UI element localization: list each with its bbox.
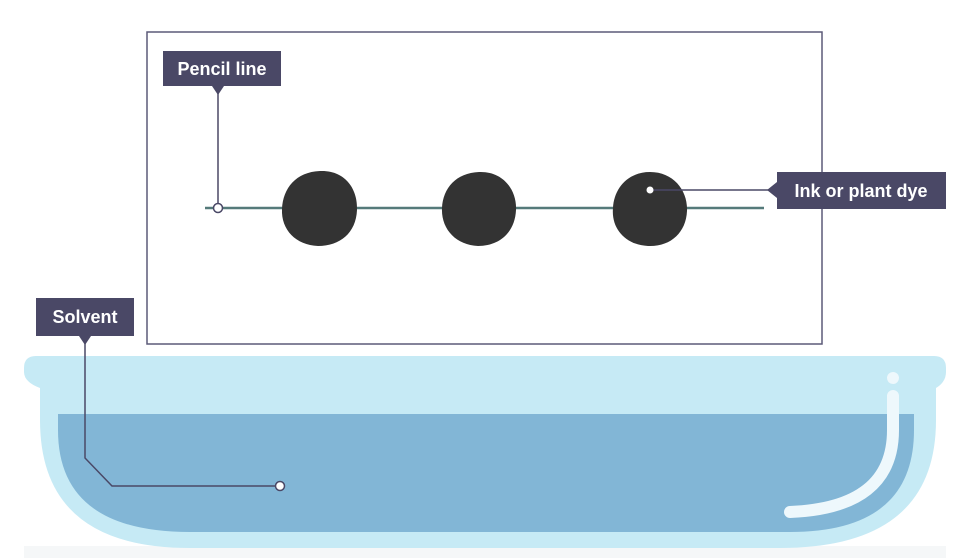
ink-spot-3 (612, 172, 688, 247)
floor-strip (24, 546, 946, 558)
ink-dye-label: Ink or plant dye (767, 172, 946, 209)
solvent-label-text: Solvent (52, 307, 117, 327)
solvent-pointer (274, 480, 286, 492)
ink-spot-2 (441, 171, 517, 246)
ink-dye-label-text: Ink or plant dye (794, 181, 927, 201)
pencil-line-pointer (212, 202, 224, 214)
pencil-line-label: Pencil line (163, 51, 281, 95)
pencil-line-label-text: Pencil line (177, 59, 266, 79)
dish-shine-dot (887, 372, 899, 384)
dish-shine (784, 390, 899, 518)
ink-spot-1 (281, 170, 358, 246)
solvent-label: Solvent (36, 298, 134, 345)
solvent-leader (84, 336, 280, 487)
solvent-liquid (58, 414, 914, 532)
ink-dye-pointer (646, 186, 654, 194)
